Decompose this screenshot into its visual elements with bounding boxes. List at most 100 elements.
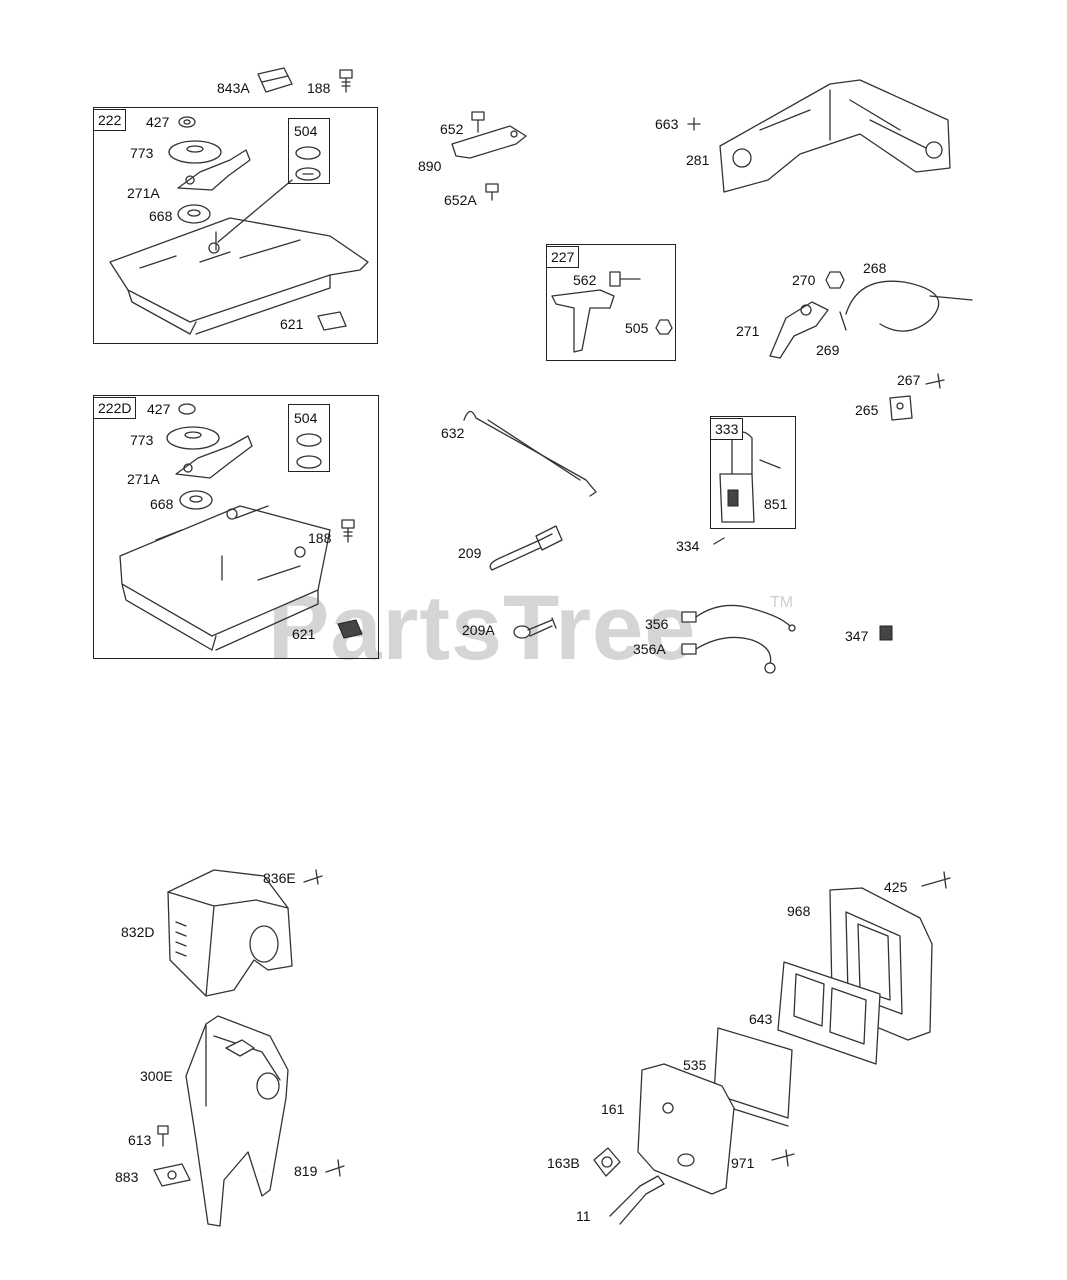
- part-label-281: 281: [686, 152, 710, 168]
- part-label-425: 425: [884, 879, 908, 895]
- part-504-washers-a: [295, 146, 321, 181]
- part-label-271A: 271A: [127, 471, 160, 487]
- part-334-screw: [713, 537, 725, 545]
- part-843A-drawing: [257, 67, 293, 93]
- part-356-wire: [681, 604, 796, 632]
- part-label-271A: 271A: [127, 185, 160, 201]
- part-668-pulley-a: [177, 204, 211, 224]
- kit-box-504-b: [288, 404, 330, 472]
- part-label-188: 188: [308, 530, 332, 546]
- kit-box-222: [93, 107, 378, 344]
- part-label-505: 505: [625, 320, 649, 336]
- part-label-268: 268: [863, 260, 887, 276]
- part-427-nut-a: [178, 116, 196, 128]
- part-227-lever: [551, 289, 615, 353]
- part-label-851: 851: [764, 496, 788, 512]
- part-label-643: 643: [749, 1011, 773, 1027]
- part-270-nut: [825, 271, 845, 289]
- part-label-265: 265: [855, 402, 879, 418]
- part-504-washers-b: [296, 433, 322, 469]
- part-562-screw: [609, 271, 641, 287]
- part-label-347: 347: [845, 628, 869, 644]
- kit-box-333: [710, 416, 796, 529]
- part-505-nut: [655, 319, 673, 335]
- part-267-screw: [925, 373, 945, 389]
- part-271-lever: [769, 301, 829, 359]
- part-label-773: 773: [130, 432, 154, 448]
- part-label-334: 334: [676, 538, 700, 554]
- part-883-gasket: [153, 1163, 191, 1187]
- part-label-652A: 652A: [444, 192, 477, 208]
- part-652A-screw: [485, 183, 499, 201]
- part-161-base: [637, 1063, 735, 1195]
- part-label-832D: 832D: [121, 924, 155, 940]
- part-819-screw: [325, 1159, 345, 1177]
- kit-tag-222D: 222D: [93, 397, 137, 419]
- part-621-clip-b: [337, 619, 363, 639]
- watermark-trademark: TM: [770, 594, 794, 611]
- part-label-652: 652: [440, 121, 464, 137]
- part-222-bracket-plate: [109, 217, 369, 335]
- part-label-773: 773: [130, 145, 154, 161]
- part-label-819: 819: [294, 1163, 318, 1179]
- kit-tag-222: 222: [93, 109, 127, 131]
- part-label-209A: 209A: [462, 622, 495, 638]
- part-label-890: 890: [418, 158, 442, 174]
- part-209-spring: [489, 525, 563, 571]
- part-label-300E: 300E: [140, 1068, 173, 1084]
- part-836E-screw: [303, 869, 323, 885]
- part-label-535: 535: [683, 1057, 707, 1073]
- part-label-663: 663: [655, 116, 679, 132]
- part-971-screw: [771, 1149, 795, 1167]
- part-label-356: 356: [645, 616, 669, 632]
- part-label-968: 968: [787, 903, 811, 919]
- kit-box-504-a: [288, 118, 330, 184]
- part-356A-wire: [681, 636, 776, 674]
- part-label-270: 270: [792, 272, 816, 288]
- part-832D-shield: [167, 869, 293, 997]
- kit-tag-333: 333: [710, 418, 744, 440]
- part-label-11: 11: [576, 1208, 591, 1224]
- part-label-161: 161: [601, 1101, 625, 1117]
- part-281-control-bracket: [719, 79, 951, 193]
- part-652-screw: [471, 111, 485, 133]
- part-label-668: 668: [149, 208, 173, 224]
- part-271A-lever-a: [177, 149, 251, 191]
- part-643-filter-element: [777, 961, 881, 1065]
- kit-tag-504-b: 504: [294, 410, 318, 426]
- part-427-nut-b: [178, 403, 196, 415]
- part-label-621: 621: [280, 316, 304, 332]
- part-271A-lever-b: [175, 435, 253, 479]
- part-333-switch: [719, 431, 755, 523]
- part-label-267: 267: [897, 372, 921, 388]
- part-269-fitting: [839, 311, 847, 331]
- part-label-613: 613: [128, 1132, 152, 1148]
- part-label-883: 883: [115, 1169, 139, 1185]
- part-425-screw: [921, 871, 951, 889]
- part-label-271: 271: [736, 323, 760, 339]
- part-label-971: 971: [731, 1155, 755, 1171]
- kit-tag-504-a: 504: [294, 123, 318, 139]
- part-label-668: 668: [150, 496, 174, 512]
- part-209A-spring: [513, 617, 557, 639]
- part-621-clip-a: [317, 311, 347, 331]
- part-label-632: 632: [441, 425, 465, 441]
- part-label-163B: 163B: [547, 1155, 580, 1171]
- kit-tag-227: 227: [546, 246, 580, 268]
- part-label-209: 209: [458, 545, 482, 561]
- kit-box-222D: [93, 395, 379, 659]
- part-label-843A: 843A: [217, 80, 250, 96]
- part-300E-muffler: [185, 1015, 289, 1227]
- part-268-cable: [845, 280, 973, 332]
- part-label-621: 621: [292, 626, 316, 642]
- part-773-pulley-b: [166, 426, 220, 450]
- part-222D-bracket-plate: [119, 505, 331, 651]
- part-890-bracket: [451, 125, 527, 159]
- part-label-427: 427: [147, 401, 171, 417]
- part-347-connector: [879, 625, 893, 641]
- part-163B-gasket: [593, 1147, 621, 1177]
- part-label-188: 188: [307, 80, 331, 96]
- part-663-screw: [687, 117, 701, 131]
